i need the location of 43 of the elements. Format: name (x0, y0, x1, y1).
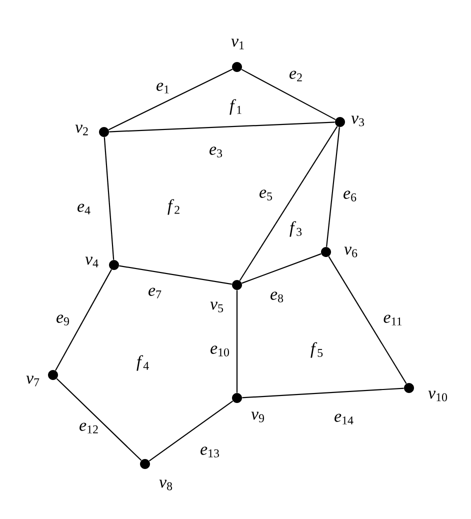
face-label: f$_{5}$ (310, 342, 323, 358)
edge-line (108, 68, 233, 130)
edge-line (326, 127, 340, 247)
edge-line (56, 378, 142, 461)
face-label: f$_{4}$ (136, 355, 149, 371)
face-label: f$_{3}$ (290, 221, 302, 237)
edge-line (328, 256, 407, 384)
edge-label: e$_{9}$ (56, 314, 69, 326)
edge-label: e$_{10}$ (210, 346, 230, 356)
vertex-label: v$_{1}$ (231, 38, 244, 50)
vertex-label: v$_{6}$ (344, 246, 358, 258)
edge-label: e$_{4}$ (78, 204, 90, 214)
edge-label: e$_{6}$ (344, 190, 356, 202)
vertex-label: v$_{3}$ (351, 116, 364, 126)
edge-label: e$_{5}$ (260, 190, 272, 200)
edge-line (242, 253, 322, 284)
vertex-label: v$_{2}$ (75, 124, 88, 136)
edge-label: e$_{11}$ (384, 314, 402, 326)
vertex-label: v$_{4}$ (85, 256, 98, 268)
edge-line (148, 400, 234, 462)
vertex-label: v$_{10}$ (428, 390, 448, 402)
face-label: f$_{2}$ (168, 199, 180, 215)
vertex-label: v$_{9}$ (251, 412, 264, 422)
edge-line (104, 137, 114, 260)
edge-line (236, 290, 238, 393)
edge-line (109, 122, 335, 132)
edge-label: e$_{12}$ (80, 422, 98, 434)
edge-label: e$_{7}$ (148, 288, 162, 298)
vertex-label: v$_{7}$ (26, 376, 40, 386)
edge-line (55, 269, 112, 371)
edge-label: e$_{1}$ (156, 82, 169, 94)
edge-label: e$_{3}$ (210, 146, 222, 158)
edge-label: e$_{8}$ (270, 292, 284, 302)
vertex-label: v$_{5}$ (210, 302, 224, 312)
edge-line (119, 265, 232, 285)
edge-label: e$_{2}$ (290, 70, 302, 82)
edge-line (239, 126, 338, 281)
face-label: f$_{1}$ (230, 99, 242, 115)
edge-label: e$_{13}$ (200, 446, 220, 458)
edge-line (241, 68, 336, 120)
edge-line (242, 388, 404, 398)
edge-label: e$_{14}$ (334, 414, 354, 424)
vertex-label: v$_{8}$ (159, 480, 172, 490)
